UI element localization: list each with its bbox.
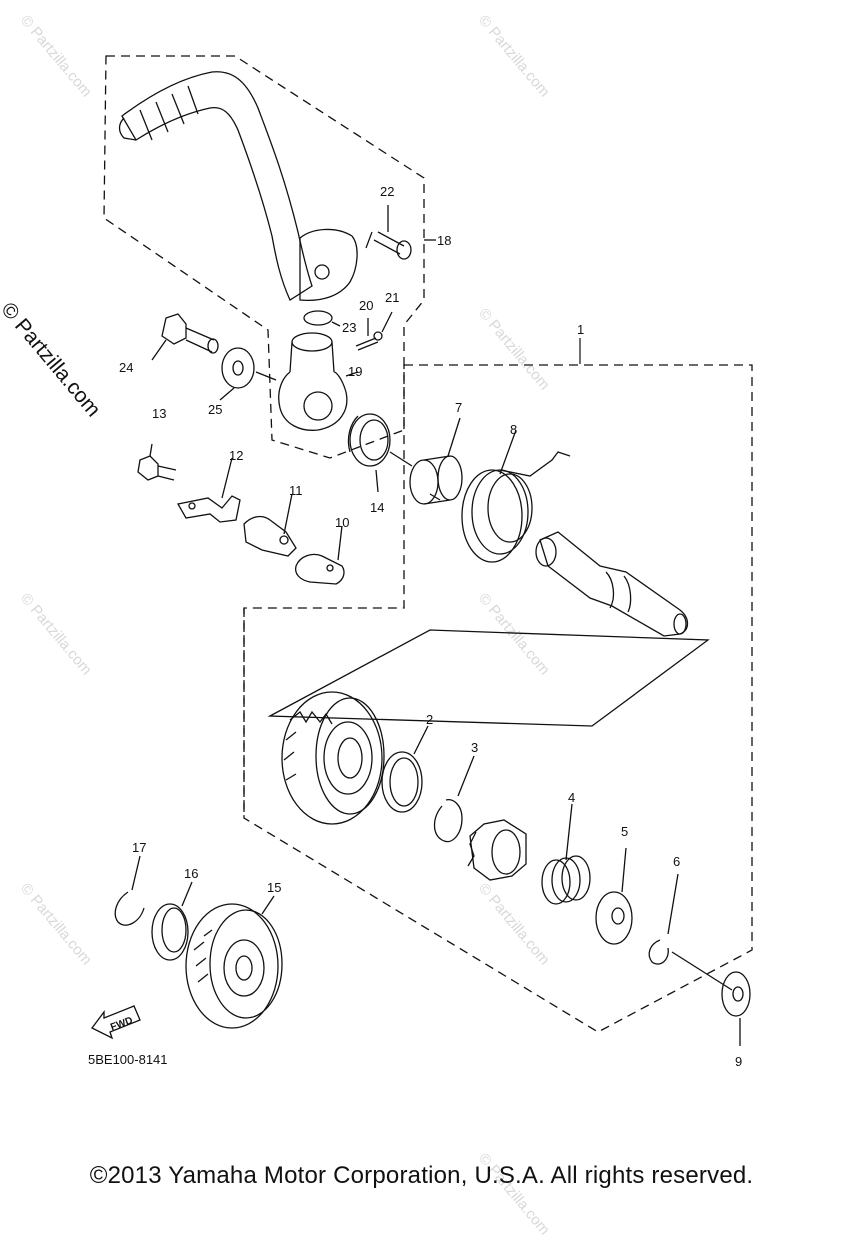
- callout-16: 16: [184, 866, 198, 881]
- callout-13: 13: [152, 406, 166, 421]
- ratchet-spring-4: [541, 803, 591, 905]
- circlip-17: [114, 855, 145, 926]
- bolt-22: [365, 231, 412, 260]
- idle-gear-15: [185, 895, 283, 1029]
- spring-20: [355, 337, 379, 351]
- part-code: 5BE100-8141: [88, 1052, 168, 1067]
- circlip-3: [433, 755, 475, 843]
- callout-11: 11: [289, 483, 303, 498]
- callout-20: 20: [359, 298, 373, 313]
- callout-10: 10: [335, 515, 349, 530]
- callout-9: 9: [735, 1054, 742, 1069]
- ratchet: [467, 819, 527, 881]
- washer-2: [381, 725, 429, 813]
- washer-5: [595, 847, 633, 945]
- kick-spring-8: [461, 429, 571, 563]
- diagram-drawing: FWD 1 2 3 4 5 6 7 8 9 10 11 12 13 14 15 …: [91, 55, 753, 1069]
- fwd-arrow-icon: [91, 1005, 141, 1040]
- callout-23: 23: [342, 320, 356, 335]
- callout-3: 3: [471, 740, 478, 755]
- washer-16: [151, 881, 193, 961]
- parts-diagram: © Partzilla.com © Partzilla.com © Partzi…: [0, 12, 754, 1238]
- callout-2: 2: [426, 712, 433, 727]
- copyright-notice: ©2013 Yamaha Motor Corporation, U.S.A. A…: [89, 1162, 754, 1189]
- dashed-outline-kick-lever: [103, 55, 425, 459]
- bolt-13: [137, 443, 177, 481]
- callout-21: 21: [385, 290, 399, 305]
- bolt-24: [151, 313, 219, 361]
- callout-12: 12: [229, 448, 243, 463]
- washer-9: [721, 971, 751, 1046]
- callout-24: 24: [119, 360, 133, 375]
- dashed-outline-assembly: [243, 364, 753, 1033]
- plate-12: [176, 457, 241, 523]
- callout-17: 17: [132, 840, 146, 855]
- kick-boss-19: [278, 332, 359, 431]
- washer-25: [219, 347, 277, 401]
- callout-18: 18: [437, 233, 451, 248]
- plate-10: [294, 525, 345, 585]
- callout-5: 5: [621, 824, 628, 839]
- callout-6: 6: [673, 854, 680, 869]
- callout-14: 14: [370, 500, 384, 515]
- kick-shaft: [535, 531, 689, 637]
- washer-23: [303, 310, 333, 326]
- callout-25: 25: [208, 402, 222, 417]
- callout-4: 4: [568, 790, 575, 805]
- plate-11: [243, 493, 297, 557]
- collar-7: [409, 417, 463, 505]
- kick-lever: [118, 71, 358, 302]
- oil-seal-14: [347, 413, 413, 493]
- callout-1: 1: [577, 322, 584, 337]
- circlip-6: [648, 873, 733, 991]
- callout-19: 19: [348, 364, 362, 379]
- callout-8: 8: [510, 422, 517, 437]
- kick-gear: [281, 691, 385, 825]
- callout-7: 7: [455, 400, 462, 415]
- fwd-label: FWD: [109, 1015, 134, 1033]
- callout-22: 22: [380, 184, 394, 199]
- callout-15: 15: [267, 880, 281, 895]
- assembly-outline: [267, 629, 710, 727]
- ball-21: [373, 331, 383, 341]
